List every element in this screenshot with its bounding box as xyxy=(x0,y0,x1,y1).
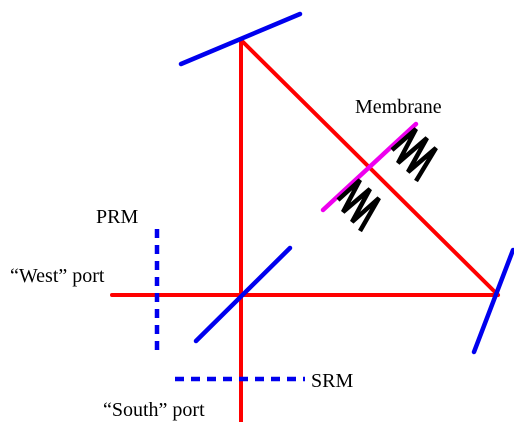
srm-label: SRM xyxy=(311,370,353,392)
right-mirror xyxy=(471,247,514,355)
prm-label: PRM xyxy=(96,206,138,228)
mirrors xyxy=(154,11,514,382)
spring-lower xyxy=(336,178,381,233)
labels: Membrane PRM “West” port SRM “South” por… xyxy=(10,96,442,421)
beam-splitter xyxy=(193,245,293,344)
south-port-label: “South” port xyxy=(103,399,205,421)
membrane-label: Membrane xyxy=(355,96,442,118)
springs xyxy=(336,127,438,233)
top-mirror xyxy=(178,11,303,67)
west-port-label: “West” port xyxy=(10,265,105,287)
spring-upper xyxy=(390,127,438,183)
membrane-line xyxy=(320,121,419,213)
